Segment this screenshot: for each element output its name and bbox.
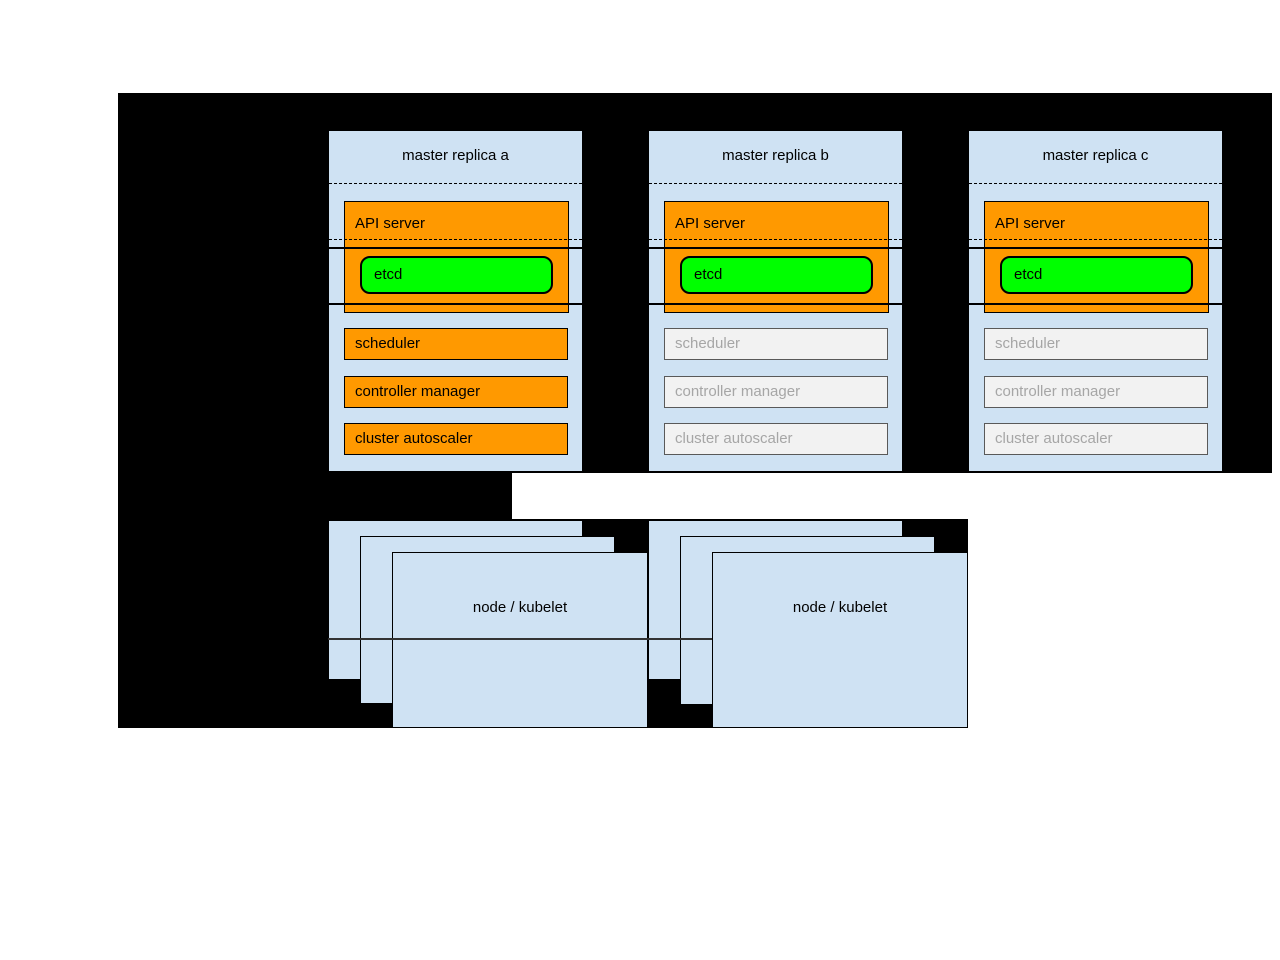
divider-dashed-line <box>649 239 902 240</box>
controller-manager-box-standby: controller manager <box>664 376 888 408</box>
master-replica-b-box: master replica b API server etcd schedul… <box>648 130 903 472</box>
scheduler-box-standby: scheduler <box>664 328 888 360</box>
scheduler-label: scheduler <box>675 335 741 352</box>
divider-dashed-line <box>969 183 1222 184</box>
node-kubelet-label: node / kubelet <box>472 599 568 616</box>
etcd-box: etcd <box>360 256 553 294</box>
divider-dashed-line <box>649 183 902 184</box>
etcd-box: etcd <box>680 256 873 294</box>
scheduler-label: scheduler <box>355 335 421 352</box>
node-kubelet-label: node / kubelet <box>792 599 888 616</box>
divider-solid-line <box>969 303 1222 305</box>
node-divider-line <box>328 638 713 640</box>
divider-solid-line <box>649 303 902 305</box>
api-server-label: API server <box>355 215 426 232</box>
cluster-autoscaler-box: cluster autoscaler <box>344 423 568 455</box>
master-replica-c-title: master replica c <box>1042 147 1149 164</box>
controller-manager-box: controller manager <box>344 376 568 408</box>
node-stack1-front-box: node / kubelet <box>392 552 648 728</box>
node-stack2-front-box: node / kubelet <box>712 552 968 728</box>
cluster-autoscaler-label: cluster autoscaler <box>995 430 1113 447</box>
divider-solid-line <box>329 303 582 305</box>
master-replica-c-box: master replica c API server etcd schedul… <box>968 130 1223 472</box>
cluster-autoscaler-box-standby: cluster autoscaler <box>984 423 1208 455</box>
divider-dashed-line <box>969 239 1222 240</box>
etcd-label: etcd <box>694 266 723 283</box>
cluster-autoscaler-label: cluster autoscaler <box>675 430 793 447</box>
white-notch-lower <box>968 519 1272 728</box>
scheduler-label: scheduler <box>995 335 1061 352</box>
divider-solid-line <box>649 247 902 249</box>
white-notch-upper <box>512 473 1272 519</box>
controller-manager-label: controller manager <box>355 383 481 400</box>
etcd-label: etcd <box>1014 266 1043 283</box>
master-replica-a-title: master replica a <box>402 147 509 164</box>
scheduler-box-standby: scheduler <box>984 328 1208 360</box>
api-server-label: API server <box>675 215 746 232</box>
divider-solid-line <box>329 247 582 249</box>
api-server-label: API server <box>995 215 1066 232</box>
divider-solid-line <box>969 247 1222 249</box>
master-replica-b-title: master replica b <box>722 147 829 164</box>
cluster-autoscaler-box-standby: cluster autoscaler <box>664 423 888 455</box>
divider-dashed-line <box>329 183 582 184</box>
etcd-label: etcd <box>374 266 403 283</box>
master-replica-a-box: master replica a API server etcd schedul… <box>328 130 583 472</box>
controller-manager-label: controller manager <box>675 383 801 400</box>
cluster-autoscaler-label: cluster autoscaler <box>355 430 473 447</box>
scheduler-box: scheduler <box>344 328 568 360</box>
divider-dashed-line <box>329 239 582 240</box>
etcd-box: etcd <box>1000 256 1193 294</box>
controller-manager-box-standby: controller manager <box>984 376 1208 408</box>
controller-manager-label: controller manager <box>995 383 1121 400</box>
